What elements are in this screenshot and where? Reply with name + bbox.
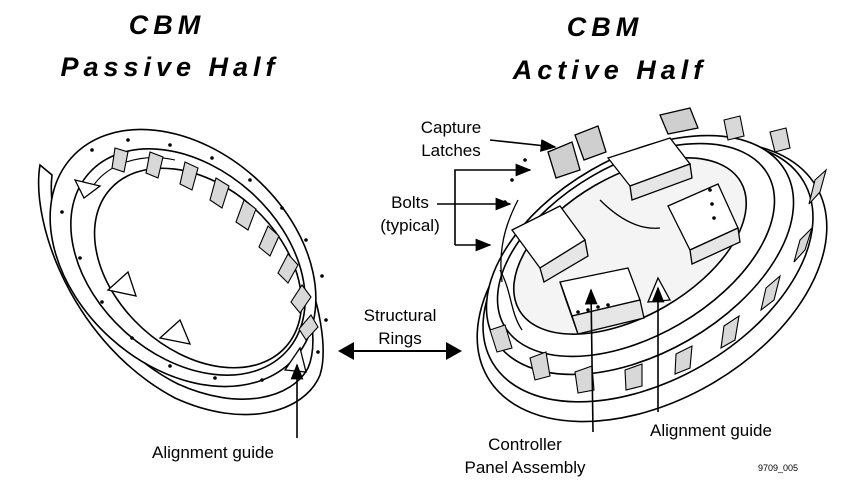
bolts-bracket [437, 163, 532, 252]
passive-title-line1: CBM [128, 10, 206, 40]
bolts-label-line1: Bolts [391, 193, 429, 212]
bolts-label-line2: (typical) [380, 216, 440, 235]
structural-rings-arrow [338, 342, 462, 360]
active-title-line1: CBM [566, 12, 644, 42]
capture-latches-arrow [489, 139, 557, 152]
active-title-line2: Active Half [512, 55, 708, 85]
controller-label-line2: Panel Assembly [464, 458, 586, 477]
controller-panel-label: Controller Panel Assembly [440, 433, 610, 479]
passive-ribs [111, 147, 319, 341]
figure-id: 9709_005 [758, 463, 799, 473]
passive-ring [37, 128, 324, 416]
capture-latches-label: Capture Latches [408, 116, 494, 162]
structural-label-line2: Rings [378, 329, 422, 348]
structural-label-line1: Structural [363, 306, 437, 325]
capture-label-line1: Capture [420, 118, 482, 137]
bolts-label: Bolts (typical) [368, 191, 452, 237]
alignment-guide-left-label: Alignment guide [152, 443, 274, 462]
structural-rings-label: Structural Rings [346, 304, 454, 350]
controller-label-line1: Controller [488, 435, 562, 454]
passive-bolt-holes [60, 138, 328, 382]
alignment-guide-right-label: Alignment guide [650, 421, 772, 440]
controller-arrow [584, 288, 598, 433]
passive-title-line2: Passive Half [60, 52, 280, 82]
active-ribs [489, 115, 828, 394]
active-bolt-holes [503, 158, 716, 314]
capture-label-line2: Latches [421, 141, 481, 160]
